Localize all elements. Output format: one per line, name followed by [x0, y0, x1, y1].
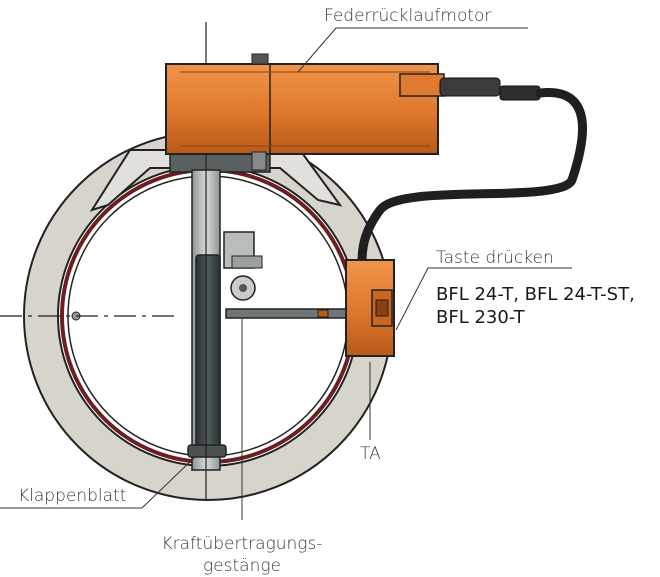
- label-linkage-line-1: Kraftübertragungs-: [161, 534, 323, 554]
- leader-lines: [0, 27, 572, 520]
- label-motor: Federrücklaufmotor: [324, 6, 492, 26]
- label-ta: TA: [360, 444, 381, 464]
- spring-return-motor: [165, 53, 445, 171]
- mounting-bracket: [89, 149, 343, 212]
- connector-cable: [357, 77, 588, 267]
- linkage-mechanism: [223, 231, 351, 319]
- label-linkage-line-2: gestänge: [202, 556, 282, 576]
- label-models-line-2: BFL 230-T: [436, 307, 525, 328]
- test-button-box: [345, 259, 395, 357]
- damper-blade: [195, 254, 221, 454]
- label-models-line-1: BFL 24-T, BFL 24-T-ST,: [436, 284, 635, 305]
- label-press-button: Taste drücken: [436, 248, 554, 268]
- label-blade: Klappenblatt: [18, 486, 127, 506]
